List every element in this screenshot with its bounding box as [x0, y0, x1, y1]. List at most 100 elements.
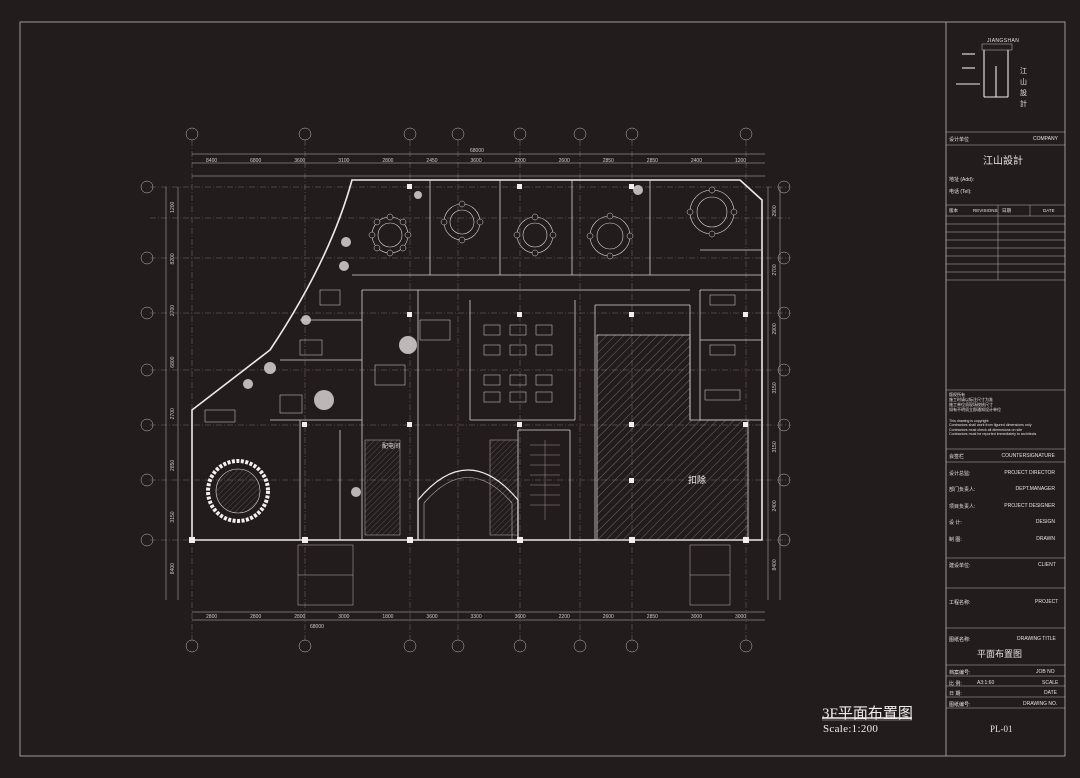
project-cn: 工程名称: — [949, 600, 971, 606]
right-dimension-6: 8400 — [772, 559, 778, 570]
bottom-dimension-11: 3000 — [691, 614, 702, 620]
signature-row-label-4: 设 计: — [949, 520, 962, 526]
lobby-arch — [417, 469, 519, 540]
columns — [189, 184, 749, 543]
signature-row-label-3: 项目负责人: — [949, 503, 976, 510]
notes-en: This drawing is copyright Contractors sh… — [949, 419, 1037, 437]
signature-row-label-2: 部门负责人: — [949, 487, 976, 493]
logo-brand-en: JIANGSHAN — [987, 38, 1020, 44]
drawing-title-value: 平面布置图 — [977, 650, 1023, 660]
top-dimension-10: 2850 — [647, 158, 658, 164]
top-dimension-3: 3100 — [338, 158, 349, 164]
bottom-dimension-10: 2850 — [647, 614, 658, 620]
job-no-en: JOB NO — [1036, 669, 1055, 675]
right-dimensions: 2900 2700 2900 3150 3150 2400 8400 — [772, 205, 778, 570]
address-label: 地址 (Add): — [949, 177, 975, 183]
top-dimension-2: 3600 — [294, 158, 305, 164]
scale-cn: 比 例: — [949, 681, 962, 687]
total-dimension-bottom: 68000 — [310, 624, 324, 630]
client-cn: 建设单位: — [949, 563, 971, 569]
top-dimension-0: 8400 — [206, 158, 217, 164]
bottom-dimension-8: 2200 — [559, 614, 570, 620]
right-dimension-5: 2400 — [772, 500, 778, 511]
drawing-title-en: DRAWING TITLE — [1017, 636, 1056, 642]
drawing-no-cn: 图纸编号: — [949, 702, 971, 708]
company-name: 江山設計 — [983, 156, 1023, 167]
plan-title: 3F平面布置图 — [822, 706, 913, 722]
top-dimension-7: 2200 — [515, 158, 526, 164]
right-dimension-1: 2700 — [772, 264, 778, 275]
job-no-cn: 档案编号: — [949, 670, 971, 676]
left-dimension-7: 8400 — [170, 563, 176, 574]
top-dimension-11: 2400 — [691, 158, 702, 164]
left-dimension-5: 2850 — [170, 460, 176, 471]
signature-row-label-5: 制 图: — [949, 536, 962, 543]
axis-bubbles — [140, 127, 791, 653]
scale-value: A3:1:60 — [977, 680, 995, 686]
drawing-no-en: DRAWING NO. — [1023, 701, 1058, 707]
tel-label: 电话 (Tel): — [949, 189, 972, 195]
banquet-table-ring — [206, 459, 270, 523]
bottom-dimension-5: 3600 — [426, 614, 437, 620]
top-dimension-5: 2450 — [426, 158, 437, 164]
power-room-label: 配电间 — [382, 443, 401, 450]
logo-mark-icon — [956, 43, 1013, 98]
signature-row-role-1: PROJECT DIRECTOR — [1004, 469, 1055, 476]
bottom-dimension-9: 2600 — [603, 614, 614, 620]
bottom-dimension-0: 2800 — [206, 614, 217, 620]
left-dimension-2: 2700 — [170, 305, 176, 316]
sheet-border — [19, 21, 1066, 757]
stair-hatch-right — [489, 439, 519, 536]
left-dimension-4: 2700 — [170, 408, 176, 419]
signature-row-role-4: DESIGN — [1035, 519, 1055, 525]
interior-walls — [270, 180, 762, 540]
bottom-dimension-4: 1800 — [382, 614, 393, 620]
title-block-lines — [946, 131, 1065, 709]
top-dimension-9: 2850 — [603, 158, 614, 164]
top-dimension-lines — [165, 153, 781, 621]
stair-hatch-left — [364, 439, 401, 536]
deduct-area-hatch — [596, 334, 749, 541]
total-dimension-top: 68000 — [470, 148, 484, 154]
right-dimension-0: 2900 — [772, 205, 778, 216]
signature-row-label-0: 会签栏 — [949, 454, 965, 460]
signature-row-label-1: 设计总监: — [949, 470, 971, 477]
design-unit-cn: 设计单位 — [949, 137, 970, 143]
exterior-strip — [297, 544, 731, 606]
right-dimension-2: 2900 — [772, 323, 778, 334]
right-dimension-3: 3150 — [772, 382, 778, 393]
banquet-table-center — [215, 468, 261, 514]
signature-row-role-2: DEPT.MANAGER — [1015, 486, 1055, 492]
revisions-en: REVISIONS — [973, 208, 998, 213]
signature-row-role-0: COUNTERSIGNATURE — [1001, 453, 1055, 459]
top-dimension-4: 2800 — [382, 158, 393, 164]
design-unit-en: COMPANY — [1033, 136, 1058, 142]
top-dimension-12: 1200 — [735, 158, 746, 164]
right-dimension-4: 3150 — [772, 441, 778, 452]
scale-en: SCALE — [1042, 680, 1059, 686]
date-row-cn: 日 期: — [949, 691, 962, 697]
bottom-dimension-6: 3300 — [471, 614, 482, 620]
drawing-title-cn: 图纸名称: — [949, 637, 971, 643]
stair — [530, 440, 560, 520]
bottom-dimension-3: 3000 — [338, 614, 349, 620]
left-dimension-0: 1200 — [170, 201, 176, 212]
top-dimension-6: 3600 — [471, 158, 482, 164]
left-dimension-1: 8200 — [170, 253, 176, 264]
date-row-en: DATE — [1044, 690, 1057, 696]
deduct-area-label: 扣除 — [688, 476, 707, 486]
plan-scale: Scale:1:200 — [823, 723, 879, 735]
top-dimension-8: 2600 — [559, 158, 570, 164]
logo-brand-cn: 江 山 設 計 — [1020, 67, 1027, 108]
project-en: PROJECT — [1035, 599, 1059, 605]
notes-cn: 版权所有 施工时请以标注尺寸为准 施工单位须现场校核尺寸 如有不明须立即通知设计… — [949, 392, 1001, 412]
bottom-dimension-7: 3600 — [515, 614, 526, 620]
drawing-no-value: PL-01 — [990, 724, 1013, 734]
client-en: CLIENT — [1038, 562, 1056, 568]
bottom-dimension-2: 2800 — [294, 614, 305, 620]
